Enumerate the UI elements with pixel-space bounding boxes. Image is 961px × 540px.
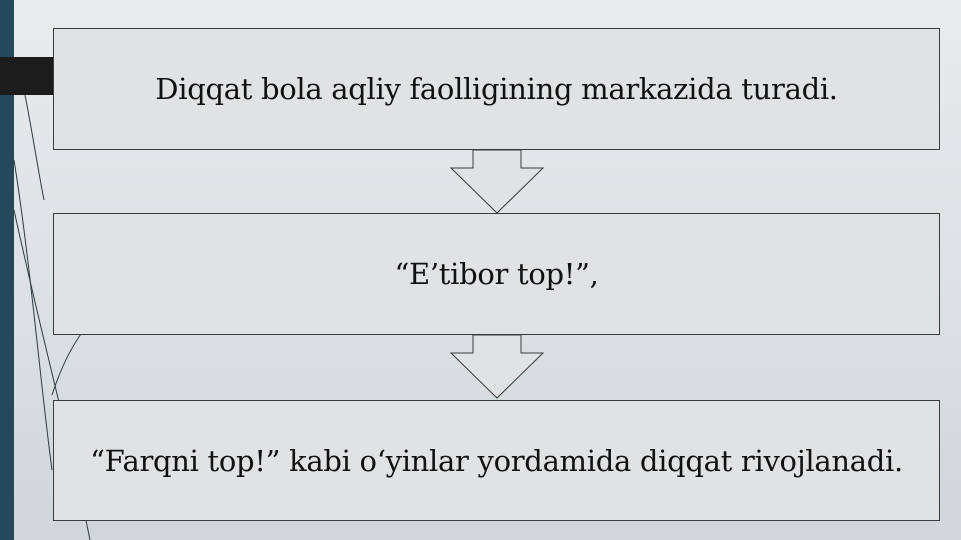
flow-step-1: Diqqat bola aqliy faolligining markazida…	[53, 28, 940, 150]
left-accent-bar	[0, 0, 14, 540]
down-arrow-icon	[450, 335, 544, 399]
left-accent-tab	[0, 57, 53, 95]
flow-step-3: “Farqni top!” kabi o‘yinlar yordamida di…	[53, 400, 940, 521]
flow-step-1-text: Diqqat bola aqliy faolligining markazida…	[155, 72, 838, 106]
flow-step-2-text: “E’tibor top!”,	[394, 257, 599, 291]
flow-step-3-text: “Farqni top!” kabi o‘yinlar yordamida di…	[90, 443, 903, 478]
down-arrow-icon	[450, 150, 544, 214]
flow-step-2: “E’tibor top!”,	[53, 213, 940, 335]
